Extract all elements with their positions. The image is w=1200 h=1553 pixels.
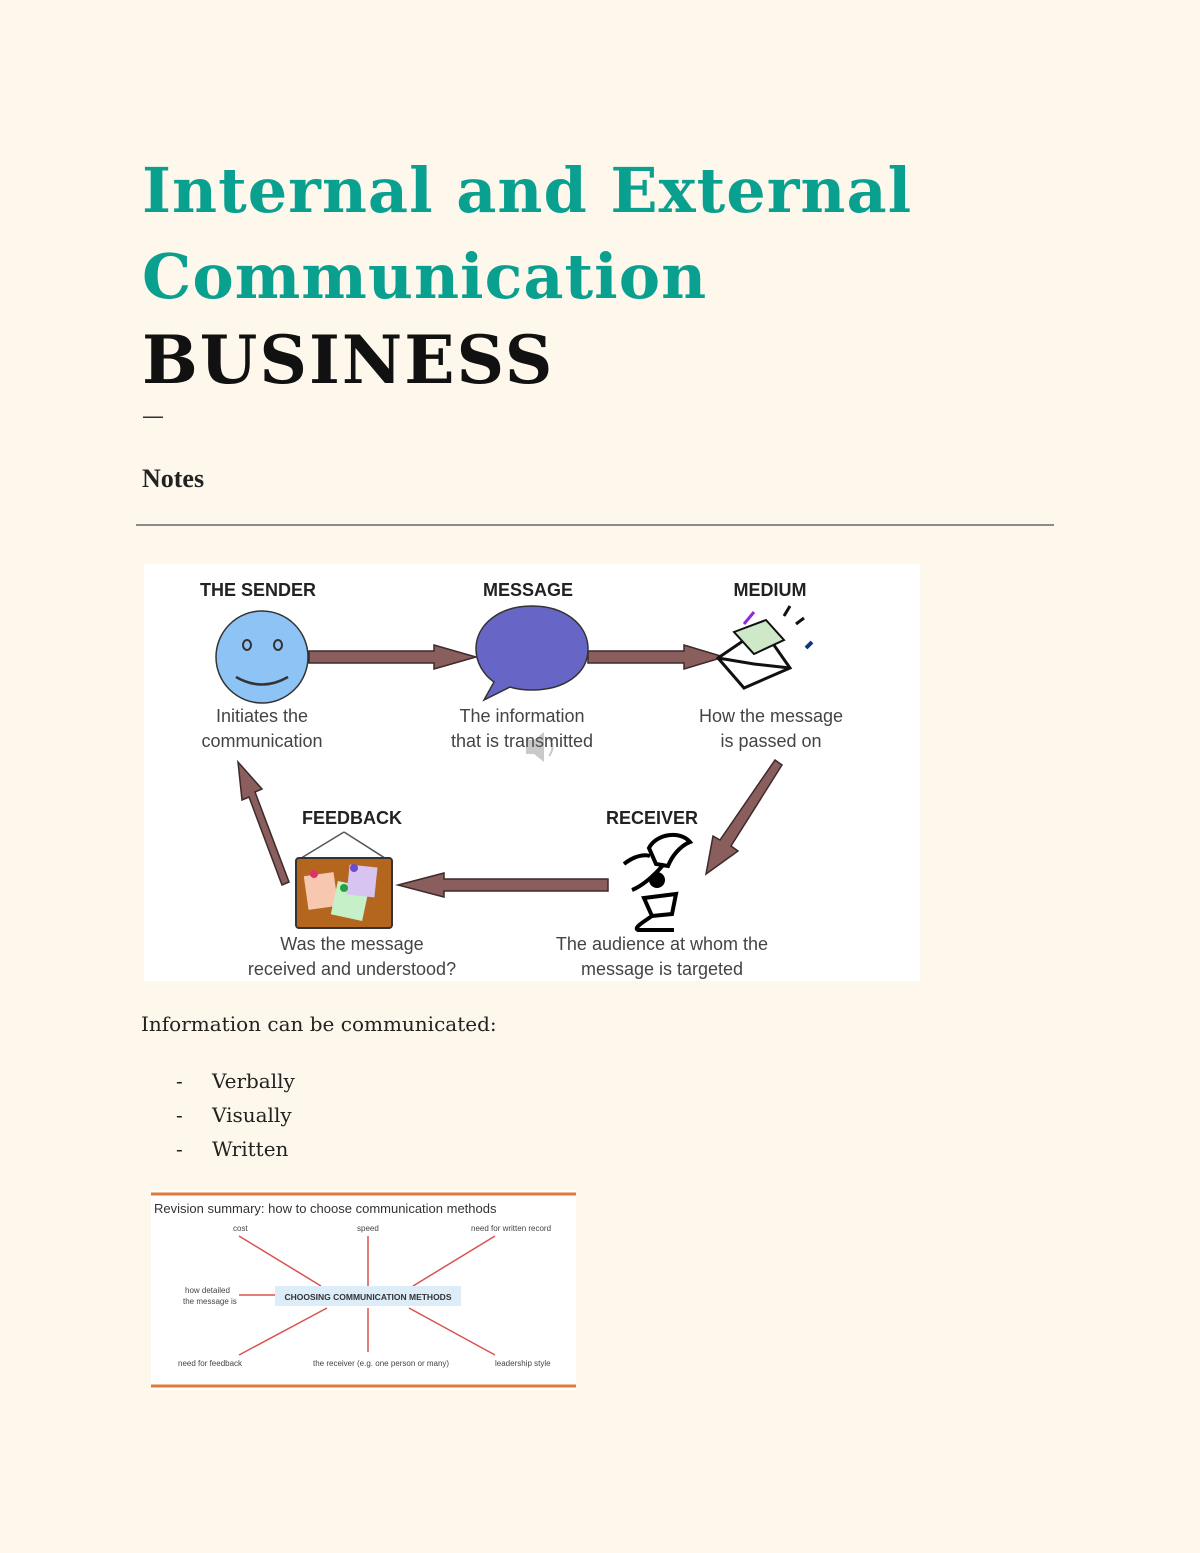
stage-desc-receiver-line2: message is targeted [581, 959, 743, 979]
list-item-label: Verbally [212, 1069, 295, 1093]
divider-mark: — [142, 404, 164, 429]
list-bullet: - [176, 1103, 183, 1127]
speech-bubble-icon [475, 605, 589, 702]
factor-written-record: need for written record [471, 1224, 551, 1233]
summary-center-box [275, 1286, 461, 1306]
list-item: - Verbally [176, 1064, 295, 1098]
factor-feedback: need for feedback [178, 1359, 243, 1368]
stage-desc-receiver-line1: The audience at whom the [556, 934, 768, 954]
stage-desc-feedback-line1: Was the message [280, 934, 423, 954]
notice-board-icon [295, 831, 393, 929]
stage-heading-medium: MEDIUM [734, 580, 807, 600]
factor-leadership: leadership style [495, 1359, 551, 1368]
list-bullet: - [176, 1137, 183, 1161]
list-bullet: - [176, 1069, 183, 1093]
stage-heading-sender: THE SENDER [200, 580, 316, 600]
stage-desc-sender-line1: Initiates the [216, 706, 308, 726]
factor-speed: speed [357, 1224, 379, 1233]
person-icon [622, 832, 694, 932]
summary-spokes [238, 1235, 496, 1356]
stage-heading-message: MESSAGE [483, 580, 573, 600]
summary-title: Revision summary: how to choose communic… [154, 1201, 497, 1216]
cycle-arrows [237, 643, 784, 898]
smiley-face-icon [215, 610, 309, 704]
section-label: Notes [142, 464, 205, 493]
factor-detail-line1: how detailed [185, 1286, 230, 1295]
list-item: - Written [176, 1132, 295, 1166]
arrow-medium-to-receiver [704, 758, 784, 876]
stage-desc-feedback-line2: received and understood? [248, 959, 456, 979]
stage-desc-message-line2: that is transmitted [451, 731, 593, 751]
intro-text: Information can be communicated: [141, 1012, 497, 1036]
stage-heading-feedback: FEEDBACK [302, 808, 402, 828]
page-title: Internal and External Communication [142, 154, 913, 313]
list-item: - Visually [176, 1098, 295, 1132]
list-item-label: Visually [212, 1103, 292, 1127]
horizontal-rule [136, 524, 1054, 526]
list-item-label: Written [212, 1137, 289, 1161]
subject-heading: BUSINESS [142, 321, 555, 399]
arrow-message-to-medium [587, 643, 727, 671]
stage-heading-receiver: RECEIVER [606, 808, 698, 828]
revision-summary-diagram: Revision summary: how to choose communic… [151, 1190, 576, 1390]
stage-desc-sender-line2: communication [201, 731, 322, 751]
summary-center-label: CHOOSING COMMUNICATION METHODS [284, 1292, 451, 1302]
factor-detail-line2: the message is [183, 1297, 237, 1306]
arrow-sender-to-message [308, 644, 479, 670]
methods-list: - Verbally - Visually - Written [176, 1064, 295, 1166]
stage-desc-medium-line1: How the message [699, 706, 843, 726]
stage-desc-message-line1: The information [459, 706, 584, 726]
speaker-icon [526, 732, 554, 762]
factor-receiver: the receiver (e.g. one person or many) [313, 1359, 449, 1368]
arrow-feedback-to-sender [237, 759, 290, 886]
factor-cost: cost [233, 1224, 248, 1233]
arrow-receiver-to-feedback [395, 872, 609, 898]
envelope-icon [715, 605, 814, 690]
communication-cycle-diagram: THE SENDER MESSAGE MEDIUM FEEDBACK RECEI… [144, 564, 920, 981]
stage-desc-medium-line2: is passed on [720, 731, 821, 751]
